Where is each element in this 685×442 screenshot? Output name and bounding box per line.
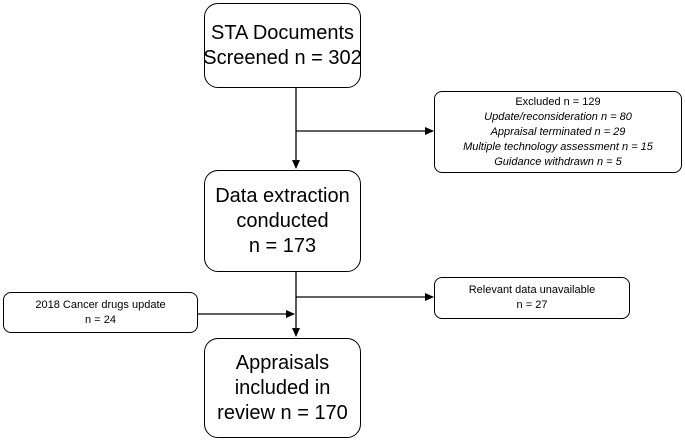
unavailable-line-1: Relevant data unavailable	[468, 284, 596, 296]
included-line-2: included in	[234, 376, 331, 399]
excluded-reason-update: Update/reconsideration n = 80	[484, 110, 632, 123]
screened-line-1: STA Documents	[210, 21, 355, 44]
screened-line-2: Screened n = 302	[203, 46, 362, 69]
included-line-3: review n = 170	[217, 401, 348, 424]
unavailable-line-2: n = 27	[516, 299, 548, 311]
extraction-line-3: n = 173	[248, 234, 317, 257]
extraction-box: Data extraction conducted n = 173	[204, 170, 361, 272]
extraction-line-2: conducted	[236, 209, 329, 232]
excluded-reason-mta: Multiple technology assessment n = 15	[463, 140, 653, 153]
included-line-1: Appraisals	[235, 351, 330, 374]
extraction-line-1: Data extraction	[215, 184, 350, 207]
excluded-box: Excluded n = 129 Update/reconsideration …	[434, 91, 682, 173]
cancer-update-line-1: 2018 Cancer drugs update	[35, 298, 166, 311]
cancer-update-line-2: n = 24	[85, 313, 116, 326]
included-box: Appraisals included in review n = 170	[204, 338, 361, 438]
cancer-update-box: 2018 Cancer drugs update n = 24	[3, 292, 198, 333]
excluded-title: Excluded n = 129	[515, 95, 601, 108]
excluded-reason-terminated: Appraisal terminated n = 29	[490, 125, 626, 138]
excluded-reason-withdrawn: Guidance withdrawn n = 5	[494, 155, 622, 168]
unavailable-box: Relevant data unavailable n = 27	[434, 277, 630, 319]
screened-box: STA Documents Screened n = 302	[203, 3, 362, 88]
